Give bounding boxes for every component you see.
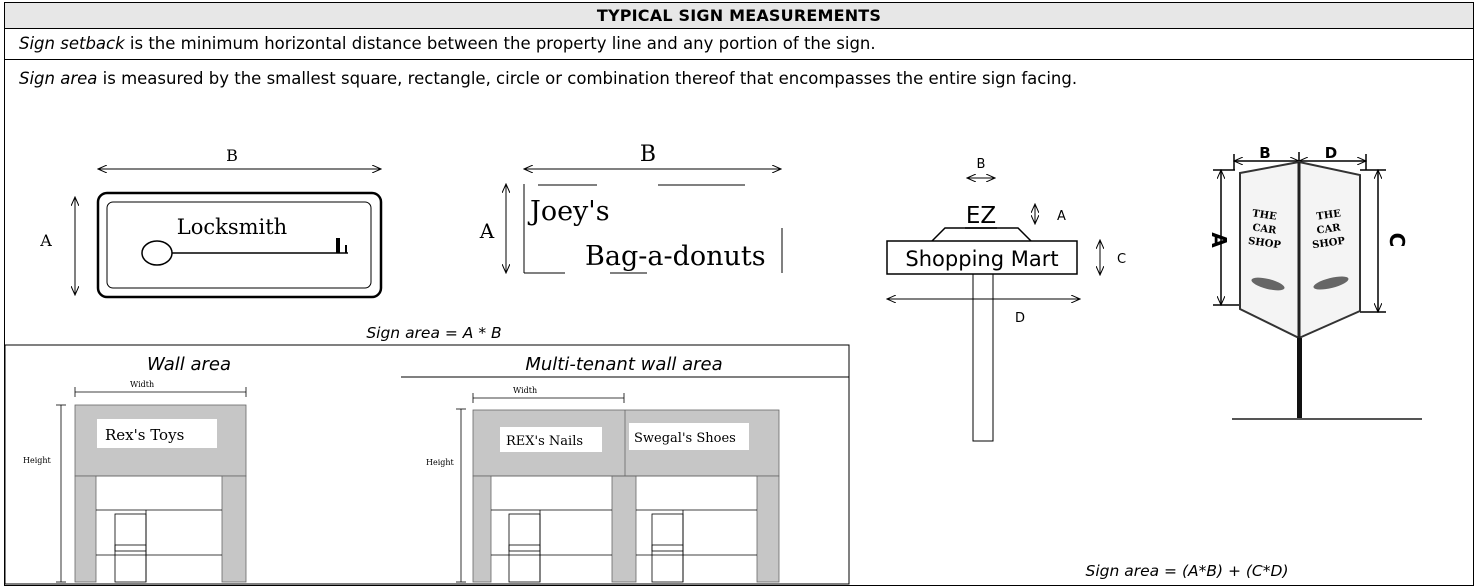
- area-definition: Sign area is measured by the smallest sq…: [5, 60, 1473, 96]
- sign-post: [972, 273, 994, 442]
- store-name: Rex's Toys: [105, 426, 184, 444]
- dimension-label-a: A: [39, 231, 52, 250]
- dimension-label-b: B: [977, 157, 986, 172]
- car-icon: [1251, 276, 1349, 291]
- key-icon: [141, 240, 173, 266]
- dimension-label-c: C: [1385, 233, 1409, 248]
- sign-pole: [1297, 338, 1302, 420]
- dimension-label-b: B: [640, 142, 656, 167]
- area-text: is measured by the smallest square, rect…: [97, 68, 1078, 88]
- sign-outer-border: [96, 191, 383, 299]
- width-label: Width: [513, 386, 537, 395]
- dimension-label-d: D: [1015, 311, 1025, 326]
- setback-text: is the minimum horizontal distance betwe…: [124, 34, 876, 53]
- sign-diagrams: B A Locksmith B A Joey's Bag-a-donuts Si…: [4, 142, 1422, 585]
- wall-area-panel: [4, 344, 850, 585]
- store-2-name: Swegal's Shoes: [634, 431, 736, 446]
- setback-definition: Sign setback is the minimum horizontal d…: [5, 28, 1473, 60]
- sign-inner-border: [106, 201, 372, 289]
- table-title: TYPICAL SIGN MEASUREMENTS: [5, 3, 1473, 29]
- left-panel-line-1: THE: [1251, 208, 1277, 222]
- dimension-label-c: C: [1117, 252, 1126, 267]
- height-label: Height: [426, 458, 455, 467]
- multi-tenant-diagram: Multi-tenant wall area Width Height REX'…: [426, 354, 780, 583]
- sign-line-1: Joey's: [527, 196, 610, 227]
- formula-a-times-b: Sign area = A * B: [366, 324, 501, 342]
- locksmith-text: Locksmith: [177, 215, 287, 239]
- store-1-name: REX's Nails: [506, 434, 583, 449]
- dimension-label-a: A: [479, 219, 495, 243]
- area-term: Sign area: [19, 68, 98, 88]
- dimension-label-b: B: [1259, 144, 1270, 162]
- shopping-mart-text: Shopping Mart: [905, 247, 1058, 271]
- left-panel: [1239, 160, 1300, 340]
- formula-combined-area: Sign area = (A*B) + (C*D): [1085, 562, 1288, 580]
- right-panel-line-2: CAR: [1316, 222, 1342, 236]
- joeys-sign-diagram: B A Joey's Bag-a-donuts: [479, 142, 783, 273]
- left-panel-line-3: SHOP: [1247, 236, 1282, 252]
- sign-measurements-table: TYPICAL SIGN MEASUREMENTS Sign setback i…: [4, 2, 1474, 586]
- height-label: Height: [23, 456, 52, 465]
- ez-sign-diagram: B EZ A Shopping Mart C D: [887, 157, 1126, 442]
- dimension-label-a: A: [1057, 209, 1066, 224]
- left-panel-line-2: CAR: [1252, 222, 1278, 236]
- wall-area-title: Wall area: [147, 354, 231, 375]
- sign-line-2: Bag-a-donuts: [585, 241, 766, 272]
- dimension-label-a: A: [1207, 232, 1231, 248]
- wall-area-diagram: Wall area Width Height Rex's Toys: [23, 354, 247, 583]
- right-panel-line-3: SHOP: [1312, 236, 1347, 252]
- v-sign-diagram: B D A C THE CAR SHOP THE CAR SHOP: [1207, 144, 1422, 420]
- ez-text: EZ: [966, 203, 996, 229]
- locksmith-sign-diagram: B A Locksmith: [39, 146, 383, 299]
- right-panel: [1298, 160, 1361, 340]
- dimension-label-d: D: [1325, 144, 1337, 162]
- dimension-label-b: B: [226, 146, 238, 165]
- right-panel-line-1: THE: [1316, 208, 1342, 222]
- width-label: Width: [130, 380, 154, 389]
- multi-tenant-title: Multi-tenant wall area: [525, 354, 722, 375]
- setback-term: Sign setback: [19, 34, 125, 53]
